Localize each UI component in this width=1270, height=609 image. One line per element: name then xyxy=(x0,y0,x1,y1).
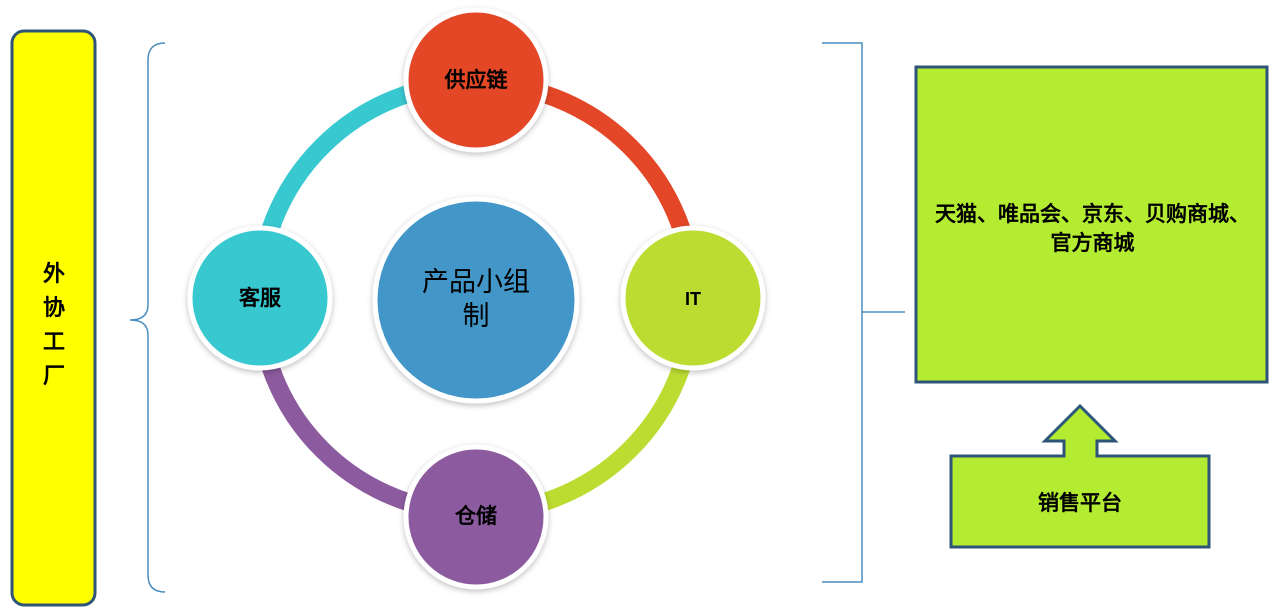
node-label-customer-service: 客服 xyxy=(239,285,281,310)
center-circle xyxy=(372,196,580,404)
platforms-label: 天猫、唯品会、京东、贝购商城、官方商城 xyxy=(935,201,1250,255)
node-label-supply-chain: 供应链 xyxy=(444,67,508,92)
platforms-box-shape xyxy=(914,65,1269,384)
center-label: 产品小组制 xyxy=(422,267,530,332)
node-label-it: IT xyxy=(685,288,701,309)
sales-platform-label: 销售平台 xyxy=(1038,490,1122,515)
left-box-label: 外协工厂 xyxy=(42,261,65,389)
node-circle-supply-chain xyxy=(403,7,549,153)
node-circle-customer-service xyxy=(187,225,333,371)
right-bracket xyxy=(822,42,905,583)
left-brace xyxy=(129,42,166,593)
node-label-warehouse: 仓储 xyxy=(455,503,497,528)
up-arrow-sales-box xyxy=(949,403,1211,549)
left-box-shape xyxy=(10,29,97,607)
node-circle-it xyxy=(620,225,766,371)
node-circle-warehouse xyxy=(403,444,549,590)
